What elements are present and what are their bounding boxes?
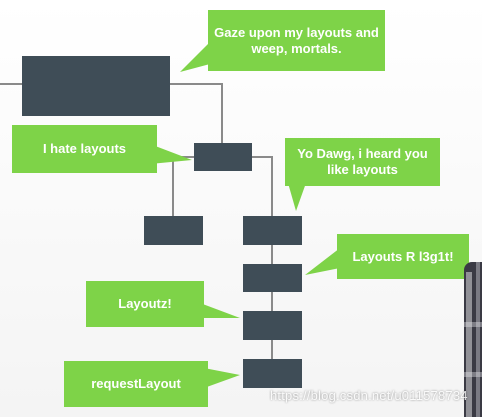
bubble-tail-gaze — [180, 42, 210, 72]
connector-mid-to-right-child — [252, 156, 273, 216]
speech-bubble-gaze: Gaze upon my layouts and weep, mortals. — [208, 10, 385, 71]
speech-bubble-layoutz: Layoutz! — [86, 281, 204, 327]
mid-layout-box — [194, 143, 252, 171]
bubble-tail-layoutz — [192, 300, 240, 318]
bubble-tail-request — [204, 368, 240, 388]
root-layout-box — [22, 56, 170, 116]
watermark-url: https://blog.csdn.net/u011578734 — [270, 388, 468, 403]
speech-bubble-request: requestLayout — [64, 361, 208, 407]
left-child-layout-box — [144, 216, 203, 245]
nested-layout-box-3 — [243, 359, 302, 388]
bubble-tail-hate — [150, 144, 192, 164]
nested-layout-box-1 — [243, 264, 302, 292]
connector-mid-to-left-child — [172, 156, 194, 216]
nested-layout-box-2 — [243, 311, 302, 340]
speech-bubble-hate: I hate layouts — [12, 125, 157, 173]
speech-bubble-layouts-r: Layouts R l3g1t! — [337, 234, 469, 279]
bubble-tail-layouts-r — [305, 248, 340, 275]
presenter-figure — [464, 262, 482, 417]
connector-root-to-mid — [170, 83, 223, 143]
speech-bubble-yo-dawg: Yo Dawg, i heard you like layouts — [285, 138, 440, 186]
bubble-tail-yo-dawg — [288, 183, 306, 211]
right-child-layout-box — [243, 216, 302, 245]
